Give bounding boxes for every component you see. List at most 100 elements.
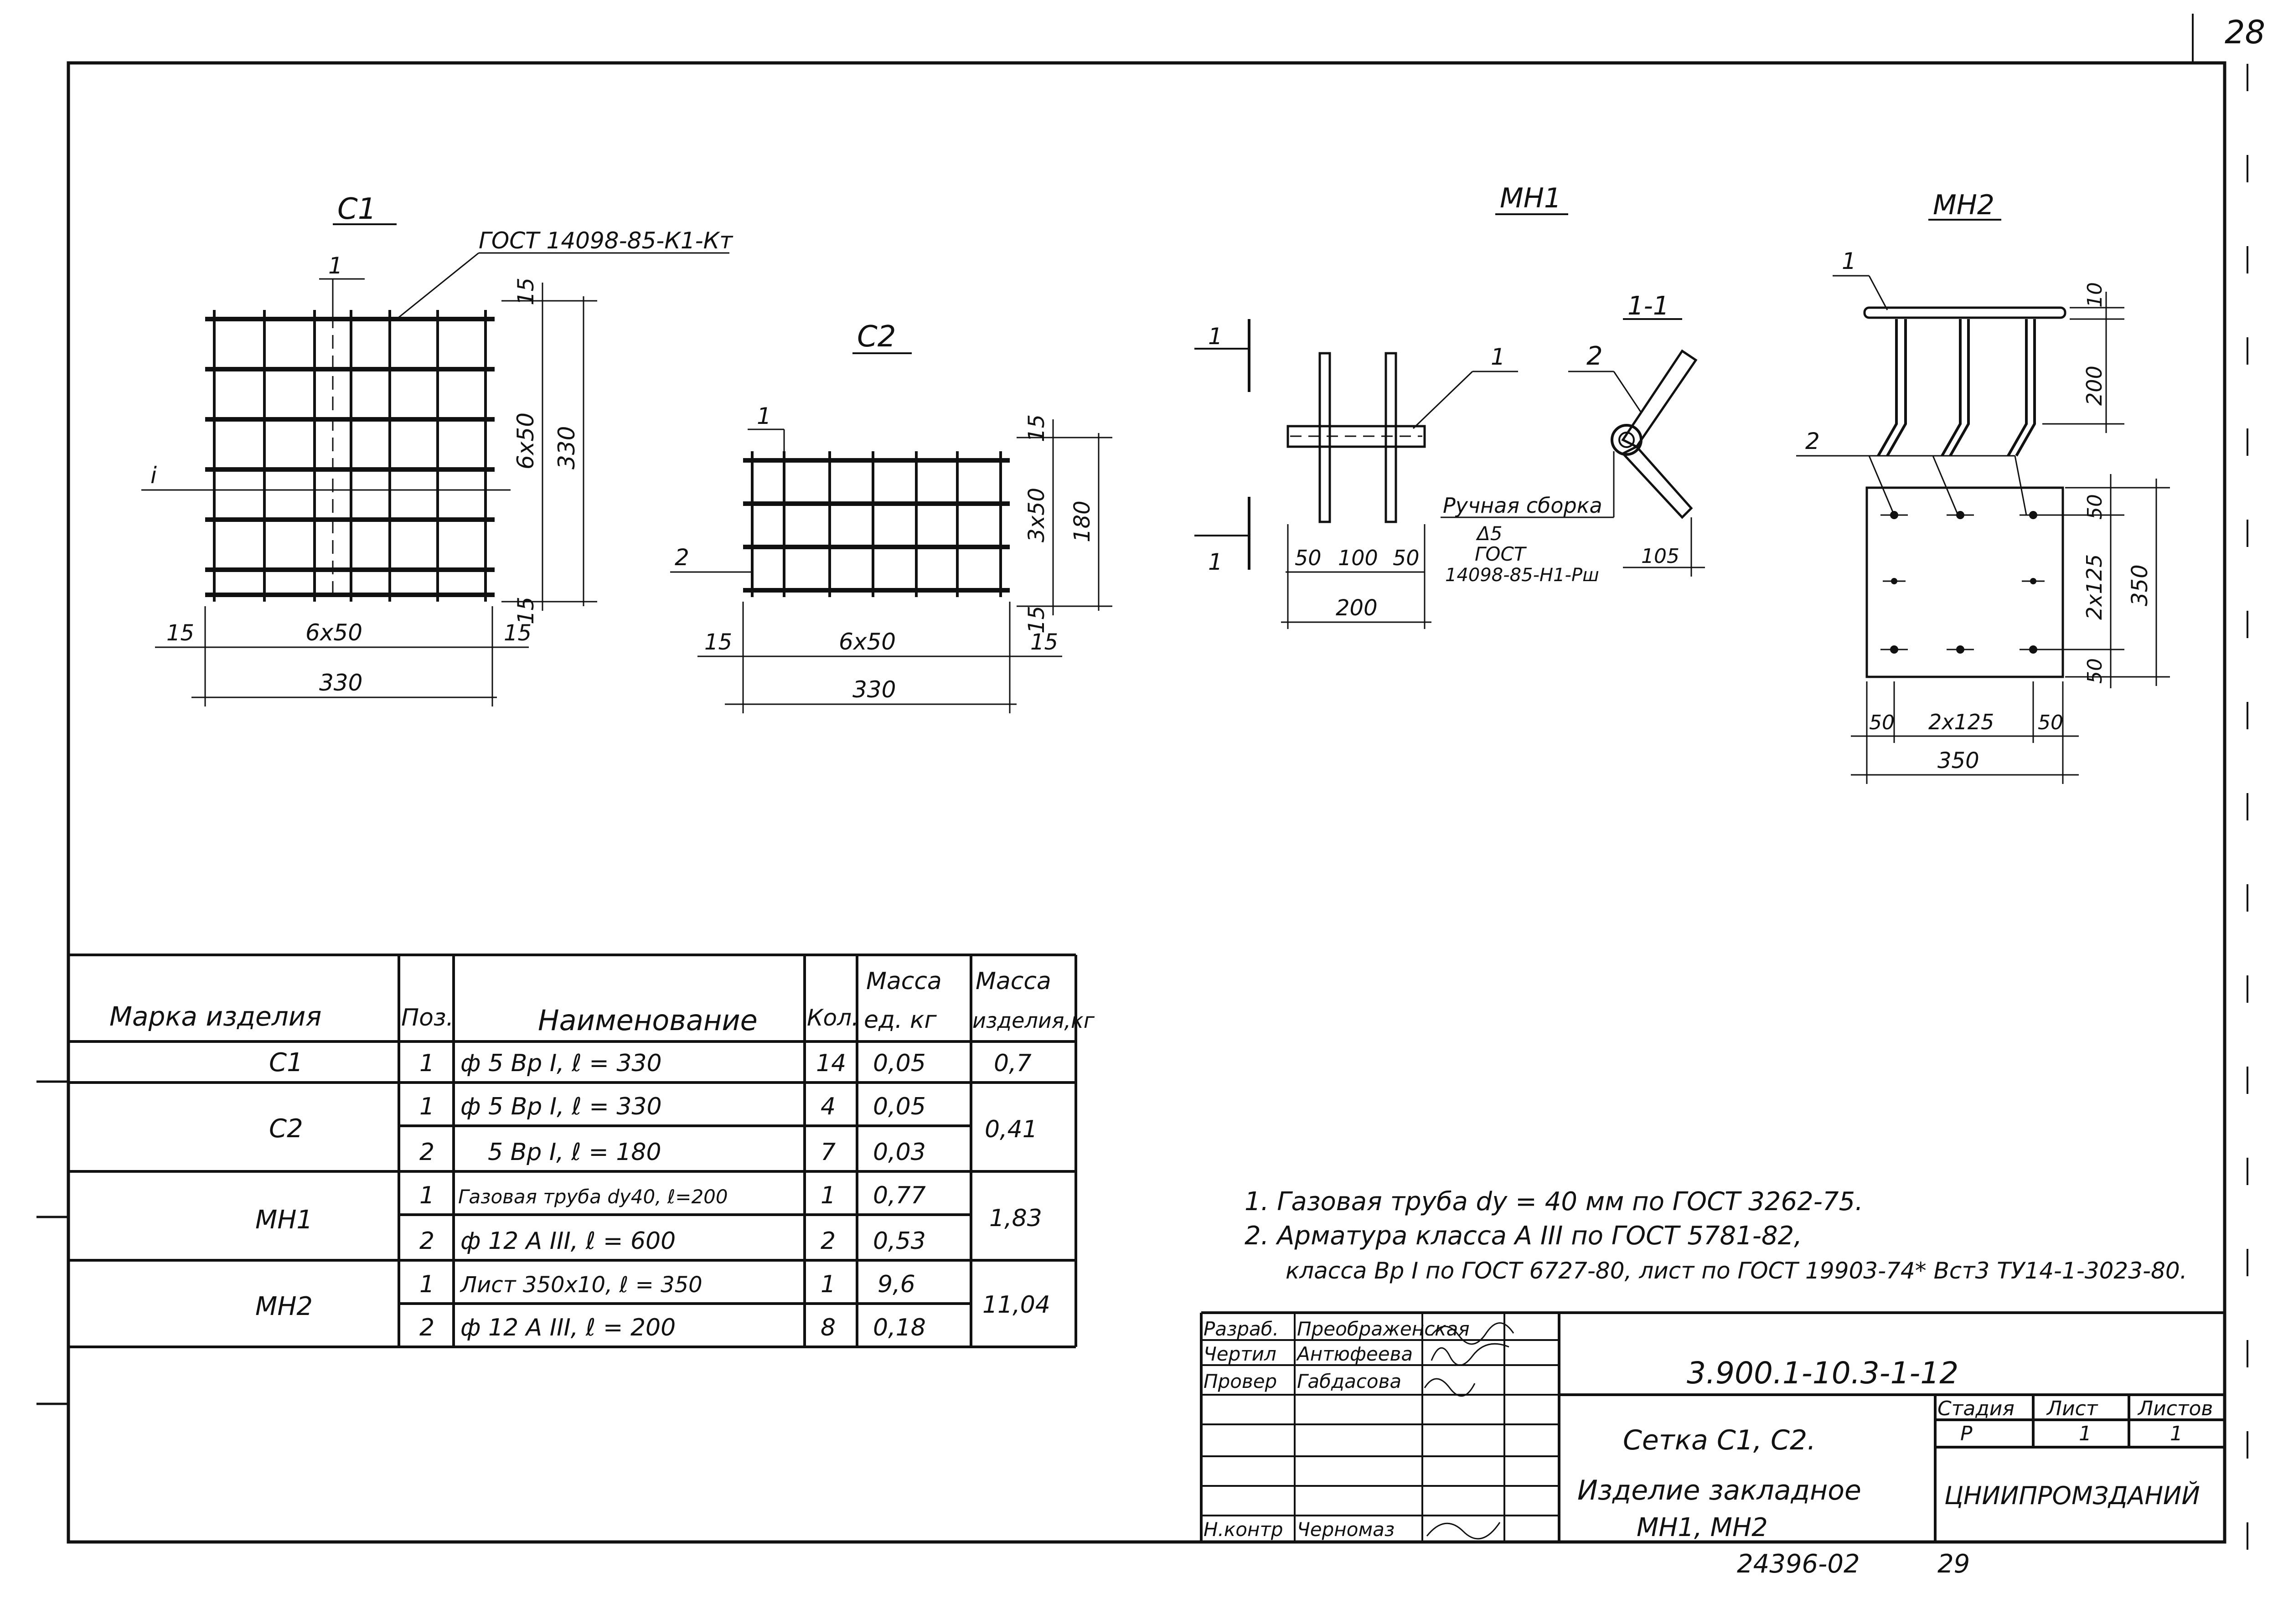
mn1-dim-total: 200 xyxy=(1336,595,1378,621)
mn1-dim-c: 50 xyxy=(1393,546,1420,570)
tb-role-checker: Провер xyxy=(1204,1370,1277,1392)
signature-marks xyxy=(1424,1322,1514,1540)
mn1-weld-gost-num: 14098-85-Н1-Рш xyxy=(1445,565,1599,586)
row-qty: 1 xyxy=(821,1182,836,1209)
tb-sheets: 1 xyxy=(2170,1422,2183,1445)
tb-role-developer: Разраб. xyxy=(1204,1318,1279,1340)
table-header-unit-mass-1: Масса xyxy=(866,968,942,995)
mn1-dim-leg: 105 xyxy=(1641,545,1679,568)
row-pos: 1 xyxy=(419,1182,434,1209)
row-pos: 2 xyxy=(419,1139,434,1166)
c1-dim-bottom: 15 xyxy=(513,597,539,624)
tb-name-developer: Преображенская xyxy=(1297,1318,1470,1340)
general-notes: 1. Газовая труба dу = 40 мм по ГОСТ 3262… xyxy=(1245,1187,2187,1284)
mn2-dim-hmid: 2х125 xyxy=(1928,710,1994,734)
tb-name-normcontrol: Черномаз xyxy=(1297,1518,1395,1541)
mn1-title: МН1 xyxy=(1500,182,1561,214)
row-total: 1,83 xyxy=(989,1205,1042,1232)
table-row: 2 ф 12 А III, ℓ = 200 8 0,18 xyxy=(419,1314,926,1341)
table-header-pos: Поз. xyxy=(401,1004,454,1031)
row-pos: 2 xyxy=(419,1314,434,1341)
tb-stage-header: Стадия xyxy=(1937,1397,2015,1420)
row-total: 0,41 xyxy=(985,1116,1038,1143)
c1-dim-htotal: 330 xyxy=(319,670,362,696)
tb-sheets-header: Листов xyxy=(2137,1397,2213,1420)
embedded-mn2-drawing: МН2 1 2 xyxy=(1796,189,2170,784)
row-unit-mass: 0,03 xyxy=(873,1139,926,1166)
c1-dim-vtotal: 330 xyxy=(553,426,580,469)
page-number: 28 xyxy=(2225,14,2265,51)
row-unit-mass: 9,6 xyxy=(878,1271,915,1298)
row-qty: 7 xyxy=(821,1139,836,1166)
mn2-pos1: 1 xyxy=(1842,248,1856,274)
note-2: 2. Арматура класса А III по ГОСТ 5781-82… xyxy=(1245,1221,1802,1251)
table-header-unit-mass-2: ед. кг xyxy=(864,1006,937,1034)
mn2-dim-vtop: 50 xyxy=(2083,494,2107,520)
mn2-dim-hright: 50 xyxy=(2038,711,2063,734)
mn1-dim-a: 50 xyxy=(1295,546,1322,570)
row-unit-mass: 0,05 xyxy=(873,1050,926,1077)
mn1-cut-top: 1 xyxy=(1208,323,1223,350)
row-qty: 14 xyxy=(816,1050,846,1077)
mn2-dim-thick: 10 xyxy=(2083,282,2107,308)
table-header-mark: Марка изделия xyxy=(109,1001,321,1032)
row-total: 0,7 xyxy=(994,1050,1032,1077)
c1-dim-right: 15 xyxy=(504,620,532,646)
row-name: Лист 350х10, ℓ = 350 xyxy=(460,1272,703,1298)
row-mark: С2 xyxy=(269,1114,303,1144)
c2-dim-right: 15 xyxy=(1030,629,1058,655)
row-pos: 1 xyxy=(419,1271,434,1298)
sheet-frame xyxy=(67,61,2226,1544)
c1-gost-label: ГОСТ 14098-85-К1-Кт xyxy=(479,227,734,254)
mn2-title: МН2 xyxy=(1933,189,1994,221)
table-row: МН2 1 Лист 350х10, ℓ = 350 1 9,6 11,04 xyxy=(255,1271,1050,1321)
row-qty: 1 xyxy=(821,1271,836,1298)
mn1-weld-label: Ручная сборка xyxy=(1443,493,1602,518)
mn2-dim-htotal: 350 xyxy=(1937,748,1979,773)
c2-pos1: 1 xyxy=(757,403,771,429)
embedded-mn1-drawing: МН1 1 1 1 50 100 50 200 1-1 2 xyxy=(1194,182,1705,629)
row-pos: 1 xyxy=(419,1050,434,1077)
row-name: 5 Вр I, ℓ = 180 xyxy=(488,1139,661,1166)
mesh-c2-drawing: С2 1 2 15 3х50 180 15 xyxy=(670,320,1112,713)
tb-role-drafter: Чертил xyxy=(1204,1343,1276,1365)
c2-dim-left: 15 xyxy=(704,629,732,655)
tb-doc-code: 3.900.1-10.3-1-12 xyxy=(1687,1356,1958,1391)
row-name: ф 12 А III, ℓ = 200 xyxy=(460,1314,676,1341)
c2-dim-vtotal: 180 xyxy=(1069,500,1095,542)
c1-pos1: 1 xyxy=(328,253,343,279)
mn2-pos2: 2 xyxy=(1805,428,1820,454)
c2-pos2: 2 xyxy=(675,544,689,571)
c1-dim-top: 15 xyxy=(513,278,539,305)
row-pos: 1 xyxy=(419,1093,434,1120)
row-unit-mass: 0,05 xyxy=(873,1093,926,1120)
row-mark: МН2 xyxy=(255,1292,313,1321)
c1-dim-left: 15 xyxy=(166,620,194,646)
c2-dim-hspan: 6х50 xyxy=(839,629,896,655)
mn1-weld-gost: ГОСТ xyxy=(1475,543,1527,565)
row-name: ф 5 Вр I, ℓ = 330 xyxy=(460,1050,662,1077)
mn1-section-pos2: 2 xyxy=(1586,341,1603,371)
note-1: 1. Газовая труба dу = 40 мм по ГОСТ 3262… xyxy=(1245,1187,1863,1217)
table-header-item-mass-1: Масса xyxy=(976,968,1051,995)
mesh-c1-drawing: С1 ГОСТ 14098-85-К1-Кт 1 i xyxy=(141,192,734,706)
row-qty: 4 xyxy=(821,1093,836,1120)
row-mark: МН1 xyxy=(255,1205,313,1235)
tb-title-line-2: Изделие закладное xyxy=(1577,1474,1861,1506)
tb-role-normcontrol: Н.контр xyxy=(1204,1518,1283,1541)
row-pos: 2 xyxy=(419,1227,434,1255)
tb-sheet-header: Лист xyxy=(2046,1397,2098,1420)
mn1-section-title: 1-1 xyxy=(1627,291,1669,321)
title-block: Разраб. Преображенская Чертил Антюфеева … xyxy=(1200,1311,2225,1579)
mn2-dim-vtotal: 350 xyxy=(2127,564,2153,606)
tb-title-line-1: Сетка С1, С2. xyxy=(1623,1424,1816,1456)
c2-dim-top: 15 xyxy=(1024,414,1049,442)
tb-organization: ЦНИИПРОМЗДАНИЙ xyxy=(1944,1481,2200,1510)
tb-name-checker: Габдасова xyxy=(1297,1370,1401,1392)
mn1-weld-size: Δ5 xyxy=(1476,522,1502,545)
table-header-item-mass-2: изделия,кг xyxy=(972,1008,1095,1033)
row-unit-mass: 0,53 xyxy=(873,1227,926,1255)
row-name: Газовая труба dу40, ℓ=200 xyxy=(458,1186,728,1208)
table-header-qty: Кол. xyxy=(807,1005,859,1031)
tb-archive-page: 29 xyxy=(1937,1549,1970,1579)
